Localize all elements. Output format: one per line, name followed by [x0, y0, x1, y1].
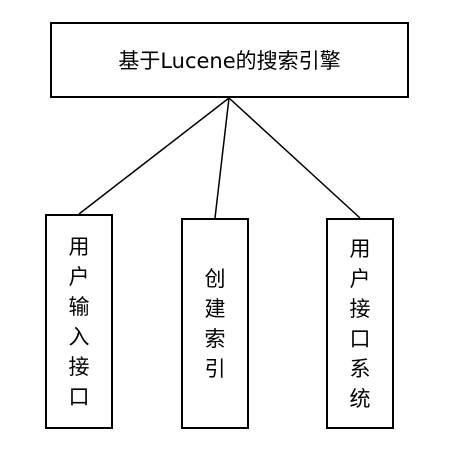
root-node: 基于Lucene的搜索引擎	[50, 22, 409, 98]
child-node-label: 创建索引	[204, 266, 226, 381]
child-node-user-interface-system: 用户接口系统	[326, 218, 394, 429]
connector-to-child-2	[214, 97, 230, 219]
child-node-create-index: 创建索引	[181, 218, 249, 429]
connector-to-child-1	[78, 97, 230, 215]
child-node-label: 用户输入接口	[68, 234, 90, 409]
child-node-label: 用户接口系统	[349, 236, 371, 411]
child-node-user-input-interface: 用户输入接口	[45, 214, 113, 429]
connector-to-child-3	[228, 97, 361, 219]
root-node-label: 基于Lucene的搜索引擎	[118, 49, 341, 73]
